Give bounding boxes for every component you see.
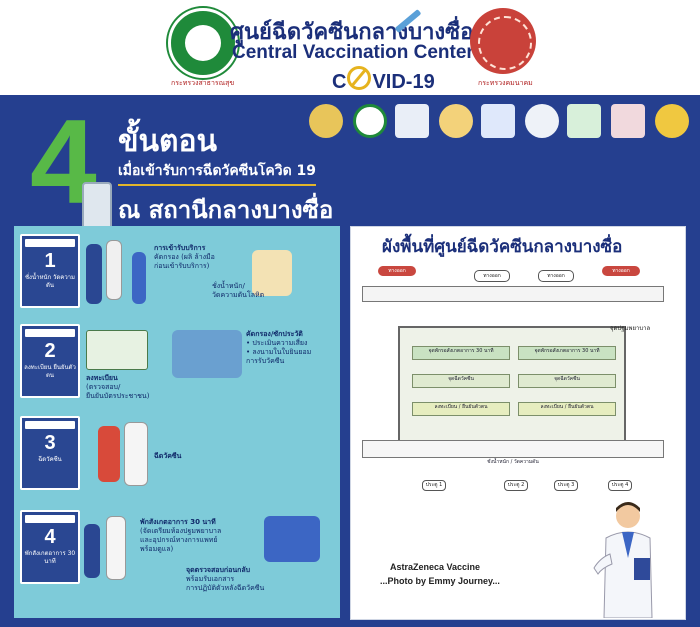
- step-label: ยืนยันบัตรประชาชน): [86, 392, 150, 400]
- step-card-3: 3 ฉีดวัคซีน: [20, 416, 80, 490]
- doctor-illustration: [590, 498, 660, 619]
- photo-caption-line2: ...Photo by Emmy Journey...: [380, 576, 500, 586]
- step-label: ก่อนเข้ารับบริการ): [154, 262, 210, 270]
- gate-marker: ประตู 2: [504, 480, 528, 491]
- registration-area: ลงทะเบียน / ยืนยันตัวตน: [412, 402, 510, 416]
- partner-logo-1: [309, 104, 343, 138]
- partner-logo-8: [611, 104, 645, 138]
- desk-illustration: [172, 330, 242, 378]
- platform: [362, 286, 664, 302]
- partner-logo-5: [481, 104, 515, 138]
- lobby: [362, 440, 664, 458]
- partner-logo-3: [395, 104, 429, 138]
- step-number: 4: [44, 526, 56, 548]
- covid-title: C VID-19: [332, 64, 435, 94]
- observation-area: จุดพักรอสังเกตอาการ 30 นาที: [518, 346, 616, 360]
- gate-marker: ประตู 1: [422, 480, 446, 491]
- partner-logos: [305, 104, 690, 144]
- step-number: 3: [44, 432, 56, 454]
- step-label: ลงทะเบียน: [86, 374, 118, 382]
- step-card-4: 4 พักสังเกตอาการ 30 นาที: [20, 510, 80, 584]
- step-card-2: 2 ลงทะเบียน ยืนยันตัวตน: [20, 324, 80, 398]
- partner-logo-6: [525, 104, 559, 138]
- blood-pressure-illustration: [252, 250, 292, 296]
- registration-area: ลงทะเบียน / ยืนยันตัวตน: [518, 402, 616, 416]
- step-label: และอุปกรณ์ทางการแพทย์: [140, 536, 218, 544]
- step-label: ฉีดวัคซีน: [154, 452, 182, 460]
- vaccination-area: จุดฉีดวัคซีน: [412, 374, 510, 388]
- doctor-figure: [593, 502, 653, 619]
- partner-logo-4: [439, 104, 473, 138]
- step-card-text: ฉีดวัคซีน: [38, 456, 62, 463]
- partner-logo-9: [655, 104, 689, 138]
- step-label: (ตรวจสอบ/: [86, 383, 121, 391]
- partner-logo-2: [353, 104, 387, 138]
- floorplan-map: ทางออก ทางออก ทางออก ทางออก จุดพักรอสังเ…: [358, 262, 678, 502]
- vaccination-area: จุดฉีดวัคซีน: [518, 374, 616, 388]
- ministry-of-transport-logo: [470, 8, 536, 74]
- partner-logo-7: [567, 104, 601, 138]
- screening-area: ชั่งน้ำหนัก / วัดความดัน: [448, 458, 578, 468]
- id-card-illustration: [86, 330, 148, 370]
- right-logo-caption: กระทรวงคมนาคม: [478, 79, 533, 87]
- title-thai: ศูนย์ฉีดวัคซีนกลางบางซื่อ: [230, 20, 474, 45]
- observation-area: จุดพักรอสังเกตอาการ 30 นาที: [412, 346, 510, 360]
- exit-marker: ทางออก: [602, 266, 640, 276]
- exit-marker: ทางออก: [538, 270, 574, 282]
- exit-marker: ทางออก: [474, 270, 510, 282]
- step-label: พักสังเกตอาการ 30 นาที: [140, 518, 216, 526]
- photo-caption-line1: AstraZeneca Vaccine: [390, 562, 481, 572]
- exit-marker: ทางออก: [378, 266, 416, 276]
- steps-panel: 1 ชั่งน้ำหนัก วัดความดัน การเข้ารับบริกา…: [14, 226, 340, 618]
- step-label: พร้อมดูแล): [140, 545, 174, 553]
- floorplan-title: ผังพื้นที่ศูนย์ฉีดวัคซีนกลางบางซื่อ: [382, 237, 623, 257]
- virus-icon: [347, 66, 372, 90]
- steps-title: ขั้นตอน: [118, 124, 218, 159]
- patient-illustration: [98, 426, 120, 482]
- step-label: คัดกรอง (ผลิ ล้างมือ: [154, 253, 215, 261]
- nurse-illustration: [106, 516, 126, 580]
- steps-location: ณ สถานีกลางบางซื่อ: [118, 196, 334, 224]
- gate-marker: ประตู 3: [554, 480, 578, 491]
- step-label: วัดความดันโลหิต: [212, 291, 265, 299]
- first-aid-label: จุดปฐมพยาบาล: [610, 325, 651, 332]
- step-card-header: [25, 329, 75, 337]
- staff-illustration: [106, 240, 122, 300]
- step-card-header: [25, 515, 75, 523]
- steps-subtitle: เมื่อเข้ารับการฉีดวัคซีนโควิด 19: [118, 160, 317, 186]
- person-illustration: [86, 244, 102, 304]
- title-english: Central Vaccination Center: [232, 42, 474, 63]
- person-illustration: [132, 252, 146, 304]
- gate-marker: ประตู 4: [608, 480, 632, 491]
- step-card-header: [25, 421, 75, 429]
- step-number: 1: [44, 250, 56, 272]
- vaccine-vial-icon: [82, 182, 112, 230]
- step-card-text: พักสังเกตอาการ 30 นาที: [24, 550, 76, 565]
- nurse-illustration: [124, 422, 148, 486]
- covid-suffix: VID-19: [372, 71, 435, 93]
- step-label: การปฏิบัติตัวหลังฉีดวัคซีน: [186, 584, 265, 592]
- step-number: 2: [44, 340, 56, 362]
- step-card-text: ลงทะเบียน ยืนยันตัวตน: [24, 364, 76, 379]
- step-card-text: ชั่งน้ำหนัก วัดความดัน: [24, 274, 76, 289]
- step-card-1: 1 ชั่งน้ำหนัก วัดความดัน: [20, 234, 80, 308]
- step-label: พร้อมรับเอกสาร: [186, 575, 235, 583]
- checkout-desk-illustration: [264, 516, 320, 562]
- step-label: • ประเมินความเสี่ยง: [246, 339, 308, 347]
- step-label: (จัดเตรียมห้องปฐมพยาบาล: [140, 527, 222, 535]
- covid-prefix: C: [332, 71, 347, 93]
- patient-illustration: [84, 524, 100, 578]
- step-label: คัดกรอง/ซักประวัติ: [246, 330, 303, 338]
- step-label: • ลงนามในใบยินยอม: [246, 348, 312, 356]
- step-label: จุดตรวจสอบก่อนกลับ: [186, 566, 251, 574]
- step-card-header: [25, 239, 75, 247]
- left-logo-caption: กระทรวงสาธารณสุข: [171, 79, 235, 87]
- step-label: การรับวัคซีน: [246, 357, 285, 365]
- ministry-of-public-health-logo: [168, 8, 238, 78]
- step-label: การเข้ารับบริการ: [154, 244, 206, 252]
- step-label: ชั่งน้ำหนัก/: [212, 282, 245, 290]
